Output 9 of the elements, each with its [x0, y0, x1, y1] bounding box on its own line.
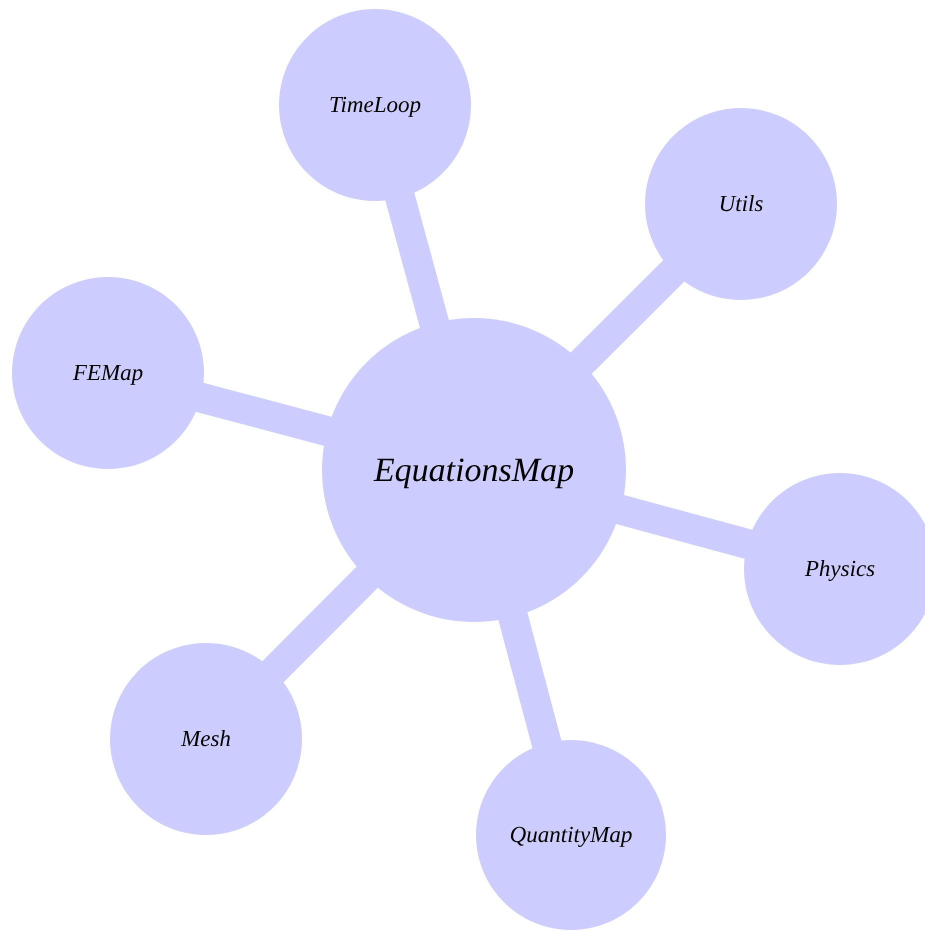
- concept-label: FEMap: [72, 358, 144, 387]
- concept-label: Utils: [718, 190, 764, 218]
- concept-label: EquationsMap: [374, 450, 574, 490]
- concept-label: Mesh: [181, 724, 231, 753]
- concept-label: Physics: [804, 554, 876, 583]
- concept-label: TimeLoop: [328, 90, 422, 119]
- concept-label: QuantityMap: [510, 820, 632, 849]
- branch-connector: [260, 564, 380, 684]
- branch-connector: [568, 258, 686, 376]
